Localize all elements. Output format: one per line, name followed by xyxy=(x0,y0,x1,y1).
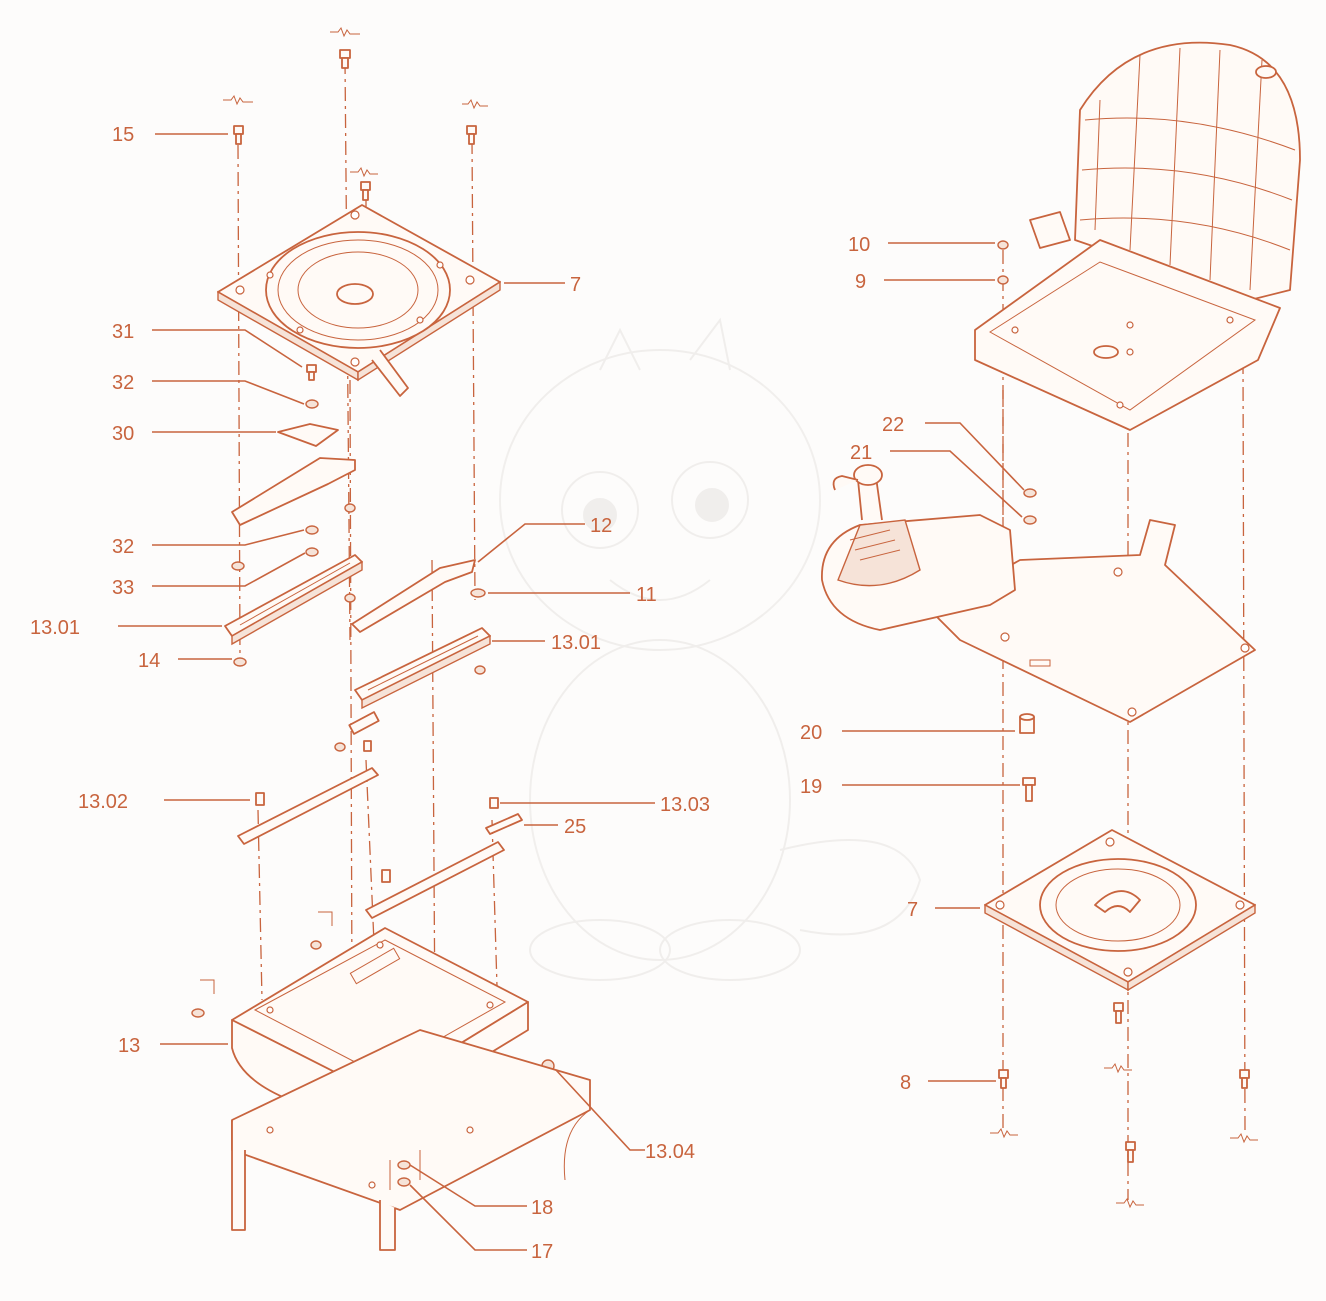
callout-13: 13 xyxy=(118,1035,140,1057)
callout-12: 12 xyxy=(590,515,612,537)
seat-assembly xyxy=(974,41,1301,431)
washer-17 xyxy=(397,1177,411,1187)
screw-bottom-lower xyxy=(1125,1141,1136,1163)
screw-top-right xyxy=(466,125,477,145)
callout-21: 21 xyxy=(850,442,872,464)
swivel-plate-right xyxy=(984,829,1256,992)
callout-9: 9 xyxy=(855,271,866,293)
callout-18: 18 xyxy=(531,1197,553,1219)
screw-13.03 xyxy=(489,797,499,809)
screw-15 xyxy=(233,125,244,145)
screw-8 xyxy=(998,1069,1009,1089)
callout-7-left: 7 xyxy=(570,274,581,296)
screw-13.02 xyxy=(255,792,265,806)
slide-bracket-left xyxy=(231,457,356,526)
washer-11 xyxy=(470,588,486,598)
callout-13.01-left: 13.01 xyxy=(30,617,80,639)
callout-31: 31 xyxy=(112,321,134,343)
screw-bottom-right xyxy=(1239,1069,1250,1089)
leader-lines xyxy=(118,133,1025,1251)
spacer-20 xyxy=(1019,713,1035,734)
nut-base-b xyxy=(191,1008,205,1018)
screw-top-mid xyxy=(360,181,371,201)
callout-19: 19 xyxy=(800,776,822,798)
washer-left xyxy=(231,561,245,571)
screw-top-center xyxy=(339,49,351,69)
callout-10: 10 xyxy=(848,234,870,256)
rail-lower xyxy=(365,841,505,919)
callout-33: 33 xyxy=(112,577,134,599)
screw-bottom-center xyxy=(1113,1002,1124,1024)
washer-9 xyxy=(997,275,1009,285)
callout-15: 15 xyxy=(112,124,134,146)
callout-labels: 15 7 31 32 30 32 33 12 11 13.01 14 13.01… xyxy=(30,124,918,1263)
callout-30: 30 xyxy=(112,423,134,445)
baby-dragon-watermark xyxy=(499,317,922,981)
nut-14 xyxy=(233,657,247,667)
nut-base-a xyxy=(310,940,322,950)
plate-30 xyxy=(277,423,339,447)
washer-32a xyxy=(305,399,319,409)
callout-13.04: 13.04 xyxy=(645,1141,695,1163)
seat-rail-13.01-left xyxy=(224,554,363,646)
bolt-31 xyxy=(306,364,317,381)
washer-mid xyxy=(344,503,356,513)
washer-18 xyxy=(397,1160,411,1170)
washer-21 xyxy=(1023,515,1037,525)
nut-rail-left xyxy=(344,593,356,603)
callout-13.02: 13.02 xyxy=(78,791,128,813)
callout-7-right: 7 xyxy=(907,899,918,921)
bolt-19 xyxy=(1022,777,1036,802)
callout-32-upper: 32 xyxy=(112,372,134,394)
callout-13.01-right: 13.01 xyxy=(551,632,601,654)
callout-13.03: 13.03 xyxy=(660,794,710,816)
nut-33 xyxy=(305,547,319,557)
callout-14: 14 xyxy=(138,650,160,672)
slide-bracket-12 xyxy=(351,559,476,633)
part-25 xyxy=(485,813,523,835)
callout-20: 20 xyxy=(800,722,822,744)
cabin-stand xyxy=(231,1029,591,1251)
break-marks xyxy=(223,26,1258,1209)
nut-22 xyxy=(1023,488,1037,498)
callout-17: 17 xyxy=(531,1241,553,1263)
seat-rail-13.01-right xyxy=(348,627,491,735)
callout-8: 8 xyxy=(900,1072,911,1094)
rail-13.02 xyxy=(237,767,379,845)
bolt-lower xyxy=(363,740,372,752)
callout-11: 11 xyxy=(636,584,657,606)
joystick-console xyxy=(821,464,1016,631)
washer-32b xyxy=(305,525,319,535)
washer-10 xyxy=(997,240,1009,250)
nut-lower xyxy=(334,742,346,752)
swivel-plate-left xyxy=(217,204,501,397)
screw-lower-rail xyxy=(381,869,391,883)
callout-25: 25 xyxy=(564,816,586,838)
callout-32-lower: 32 xyxy=(112,536,134,558)
callout-22: 22 xyxy=(882,414,904,436)
nut-rail-right xyxy=(474,665,486,675)
